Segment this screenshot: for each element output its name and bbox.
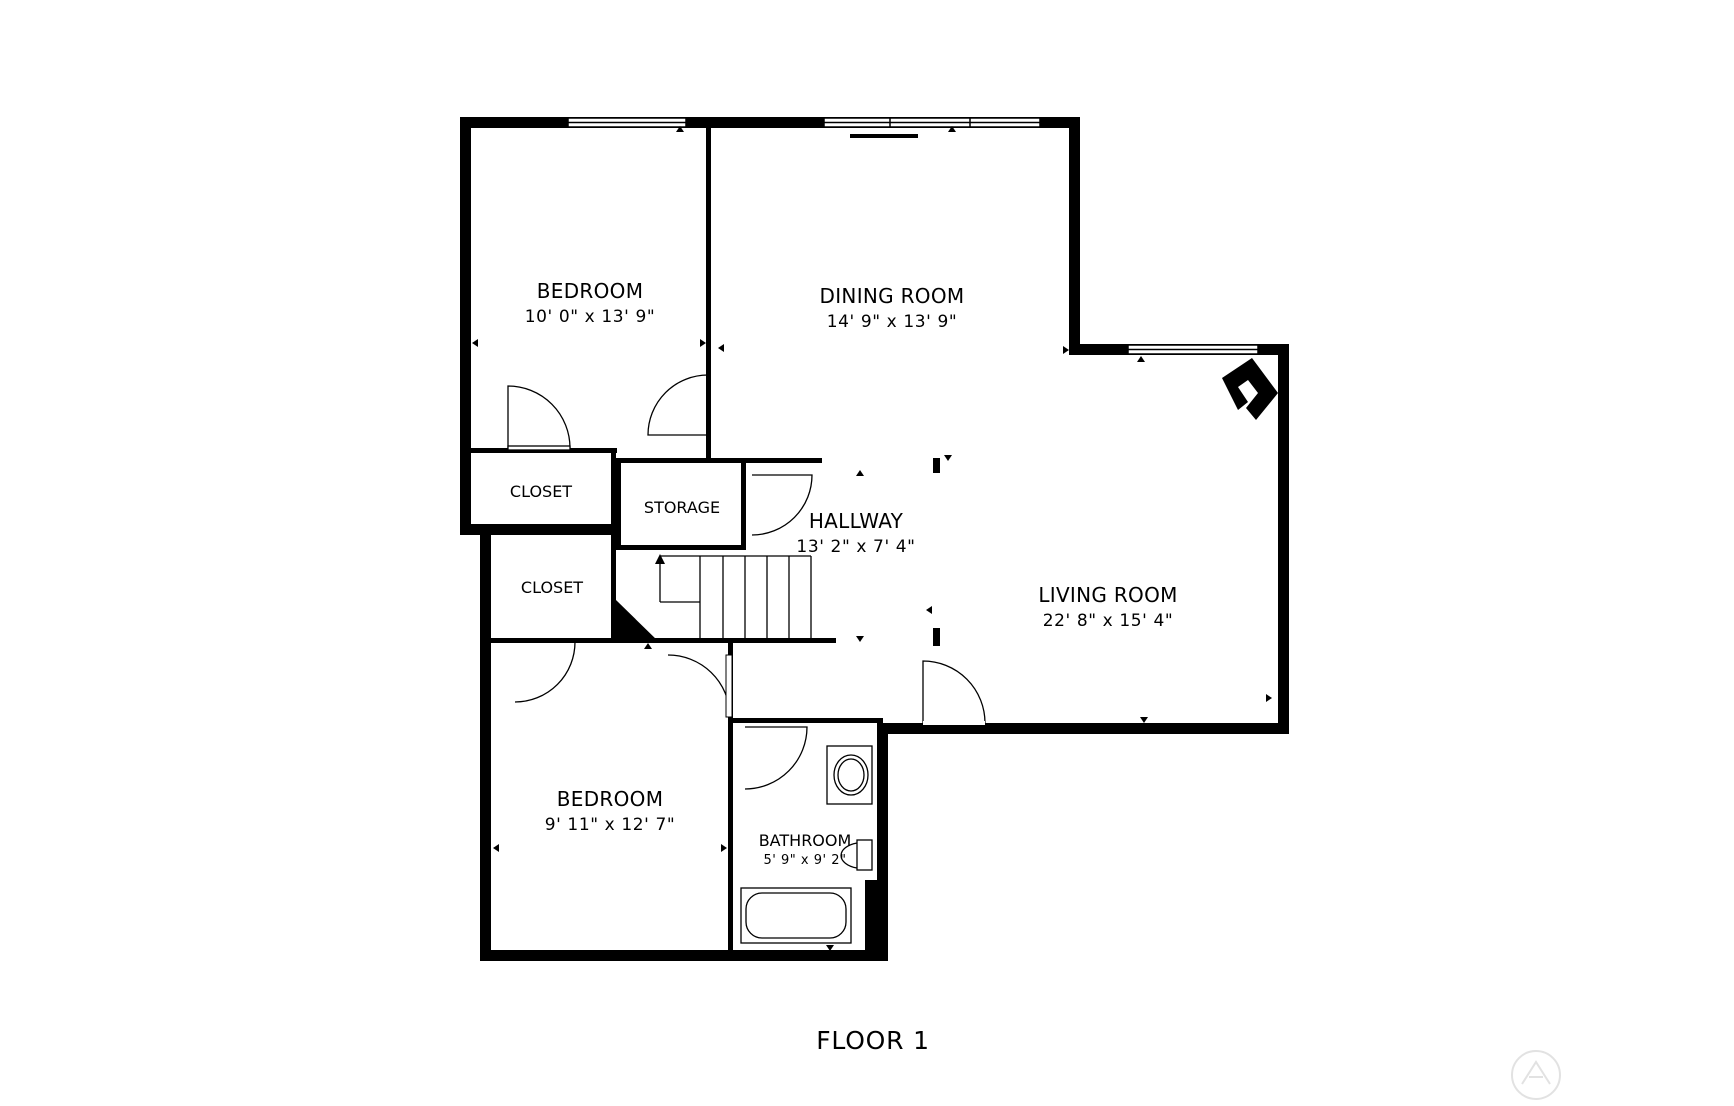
room-name-living: LIVING ROOM — [1038, 583, 1177, 607]
doors — [507, 374, 986, 790]
wall-stair-bottom — [700, 638, 836, 643]
door-closet2 — [514, 641, 576, 703]
fixtures — [740, 745, 873, 944]
stair-arrow-head — [655, 554, 665, 564]
door-closet1 — [507, 385, 571, 449]
room-name-hallway: HALLWAY — [809, 509, 904, 533]
bathtub — [740, 887, 852, 944]
dining-fixture — [850, 134, 918, 138]
bathtub-icon — [745, 892, 847, 939]
door-living — [922, 660, 986, 724]
room-name-closet-2: CLOSET — [521, 578, 583, 597]
wall-storage-bottom — [616, 545, 746, 550]
wall-bed2-top — [491, 638, 836, 643]
wall-bath-top — [733, 718, 883, 723]
wall-bath-right — [877, 723, 888, 961]
room-name-closet-1: CLOSET — [510, 482, 572, 501]
watermark-logo-icon — [1511, 1050, 1561, 1100]
room-dims-bathroom: 5' 9" x 9' 2" — [764, 853, 847, 868]
sink-icon — [833, 754, 869, 796]
wall-living-right — [1278, 344, 1289, 734]
wall-bed1-dining — [706, 128, 711, 458]
door-bath — [744, 726, 808, 790]
room-name-dining: DINING ROOM — [820, 284, 965, 308]
room-name-bedroom-1: BEDROOM — [537, 279, 644, 303]
wall-bed2-right — [728, 643, 733, 955]
room-name-bathroom: BATHROOM — [759, 831, 852, 850]
floor-label: FLOOR 1 — [816, 1026, 930, 1055]
closet-corner — [616, 600, 660, 643]
wall-closet1-right — [611, 448, 616, 528]
room-name-storage: STORAGE — [644, 498, 720, 517]
bath-corner — [865, 880, 880, 955]
door-bed1 — [647, 374, 709, 436]
toilet-tank — [856, 839, 873, 871]
room-dims-dining: 14' 9" x 13' 9" — [827, 312, 958, 332]
wall-left-lower — [480, 530, 491, 961]
wall-bottom — [480, 950, 888, 961]
room-name-bedroom-2: BEDROOM — [557, 787, 664, 811]
stair-arrow — [659, 560, 700, 603]
vanity — [826, 745, 873, 805]
windows — [567, 117, 1259, 355]
wall-storage-right — [741, 463, 746, 550]
room-labels: BEDROOM 10' 0" x 13' 9" DINING ROOM 14' … — [510, 279, 1177, 868]
room-dims-bedroom-1: 10' 0" x 13' 9" — [525, 307, 656, 327]
room-dims-hallway: 13' 2" x 7' 4" — [796, 537, 915, 557]
markers — [472, 126, 1272, 956]
toilet-icon — [840, 842, 858, 869]
room-dims-living: 22' 8" x 15' 4" — [1043, 611, 1174, 631]
fireplace-icon — [1222, 358, 1278, 420]
wall-closet2-right — [611, 530, 616, 642]
wall-closet2-top — [491, 530, 616, 535]
door-bed2 — [667, 654, 731, 716]
room-dims-bedroom-2: 9' 11" x 12' 7" — [545, 815, 676, 835]
wall-closet1-bottom — [460, 524, 616, 535]
wall-storage-top — [616, 458, 822, 463]
wall-dining-right — [1069, 117, 1080, 355]
wall-left-upper — [460, 117, 471, 535]
wall-living-bottom — [880, 723, 1289, 734]
stairs — [659, 555, 812, 638]
door-storage — [751, 474, 813, 536]
wall-top — [460, 117, 1080, 128]
wall-storage-left — [616, 458, 621, 550]
